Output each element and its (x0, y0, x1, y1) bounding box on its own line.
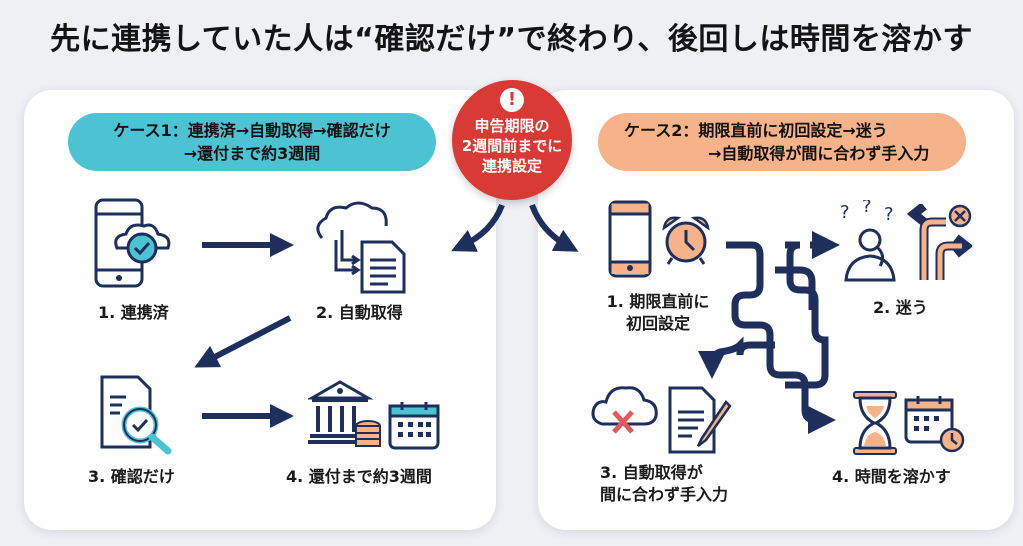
svg-text:?: ? (862, 200, 872, 217)
case2-step4-line1: 4. 時間を溶かす (832, 467, 951, 486)
deadline-alert-badge: ! 申告期限の 2週間前までに 連携設定 (452, 80, 572, 200)
exclamation-icon: ! (500, 88, 524, 112)
arrow-2-to-3 (194, 315, 292, 368)
smartphone-cloud-check-icon (94, 198, 171, 288)
alert-line3: 連携設定 (481, 157, 542, 175)
case2-step1-line2: 初回設定 (625, 314, 690, 333)
case2-step2-label: 2. 迷う (873, 297, 928, 319)
case1-banner-line2: →還付まで約3週間 (183, 144, 321, 163)
case2-banner-line2: →自動取得が間に合わず手入力 (708, 144, 930, 163)
document-magnifier-check-icon (100, 375, 172, 455)
cloud-error-icon (591, 386, 658, 434)
case1-step2-label: 2. 自動取得 (316, 303, 403, 322)
alert-arrow-left (451, 203, 505, 252)
case1-banner-line1: ケース1：連携済→自動取得→確認だけ (113, 121, 391, 140)
cloud-document-transfer-icon (316, 201, 406, 294)
case2-step1-line1: 1. 期限直前に (606, 292, 710, 311)
page-title: 先に連携していた人は“確認だけ”で終わり、後回しは時間を溶かす (50, 22, 973, 57)
smartphone-icon (608, 200, 652, 278)
case2-step3-line1: 3. 自動取得が (600, 463, 703, 482)
case2-banner: ケース2：期限直前に初回設定→迷う →自動取得が間に合わず手入力 (598, 113, 966, 171)
case2-step3-label: 3. 自動取得が 間に合わず手入力 (600, 462, 728, 506)
alert-line1: 申告期限の (474, 117, 550, 135)
confused-person-icon: ? ? ? (840, 200, 896, 282)
svg-text:?: ? (840, 202, 850, 223)
case2-step3-line2: 間に合わず手入力 (600, 485, 729, 504)
hourglass-icon (853, 391, 897, 455)
tangled-arrows-icon (906, 204, 972, 280)
case1-step1-label: 1. 連携済 (98, 303, 169, 322)
case2-step1-label: 1. 期限直前に 初回設定 (598, 291, 718, 335)
case2-step4-label: 4. 時間を溶かす (832, 466, 951, 488)
calendar-clock-icon (904, 396, 965, 453)
case1-banner: ケース1：連携済→自動取得→確認だけ →還付まで約3週間 (68, 113, 436, 171)
calendar-icon (388, 402, 440, 450)
document-pen-icon (668, 386, 732, 454)
alert-arrow-right (529, 203, 579, 252)
alert-line2: 2週間前までに (461, 137, 563, 155)
case2-banner-line1: ケース2：期限直前に初回設定→迷う (624, 121, 888, 140)
case2-step2-line1: 2. 迷う (873, 298, 928, 317)
bank-coins-icon (308, 380, 381, 447)
case1-step4-label: 4. 還付まで約3週間 (286, 467, 432, 486)
alarm-clock-icon (662, 216, 710, 265)
case1-step3-label: 3. 確認だけ (88, 467, 175, 486)
svg-text:?: ? (884, 204, 894, 225)
tangled-path (698, 231, 840, 434)
